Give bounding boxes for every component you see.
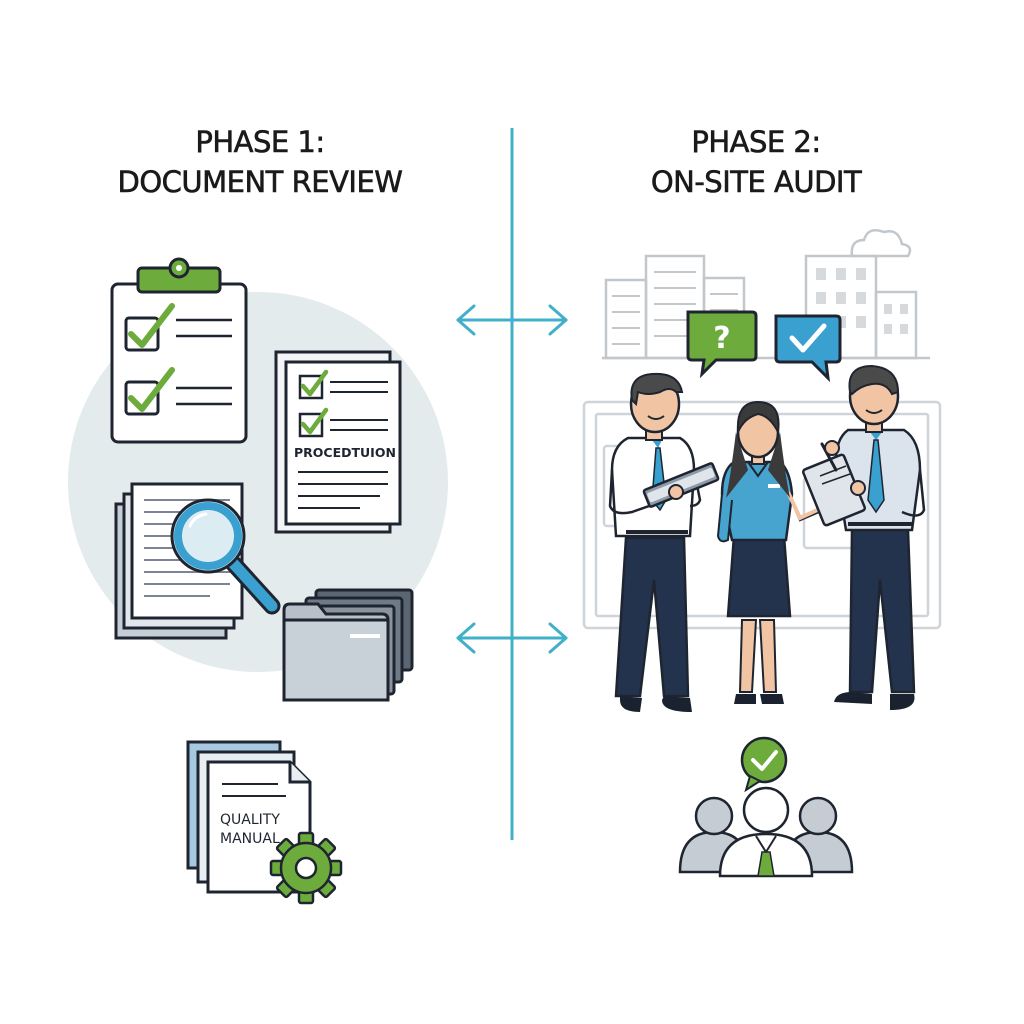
question-mark-glyph: ? [713, 321, 730, 356]
team-group-icon [678, 786, 854, 878]
procedure-document-label: PROCEDTUION [294, 445, 396, 460]
buildings-skyline-icon [602, 229, 930, 360]
phase-1-heading: PHASE 1: DOCUMENT REVIEW [60, 122, 460, 202]
phase-1-title-line2: DOCUMENT REVIEW [117, 165, 403, 200]
quality-manual-label-line1: QUALITY [220, 812, 280, 828]
clipboard-checklist-icon [110, 257, 248, 444]
phase-1-title-line1: PHASE 1: [195, 125, 325, 160]
phase-2-title-line2: ON-SITE AUDIT [650, 165, 862, 200]
double-arrow-upper-icon [456, 304, 568, 336]
file-folders-icon [282, 588, 414, 702]
procedure-document-icon: PROCEDTUION [274, 350, 402, 534]
auditor-man-left [608, 372, 720, 712]
check-bubble-icon [774, 314, 842, 383]
phase-2-heading: PHASE 2: ON-SITE AUDIT [556, 122, 956, 202]
auditee-woman [716, 400, 834, 704]
phase-2-title-line1: PHASE 2: [691, 125, 821, 160]
gear-icon [269, 831, 343, 905]
question-bubble-icon: ? [686, 310, 758, 379]
double-arrow-lower-icon [456, 622, 568, 654]
magnifying-glass-icon [170, 498, 281, 615]
auditor-man-right [802, 364, 926, 710]
approval-bubble-icon [740, 736, 788, 793]
quality-manual-label-line2: MANUAL [220, 831, 280, 847]
